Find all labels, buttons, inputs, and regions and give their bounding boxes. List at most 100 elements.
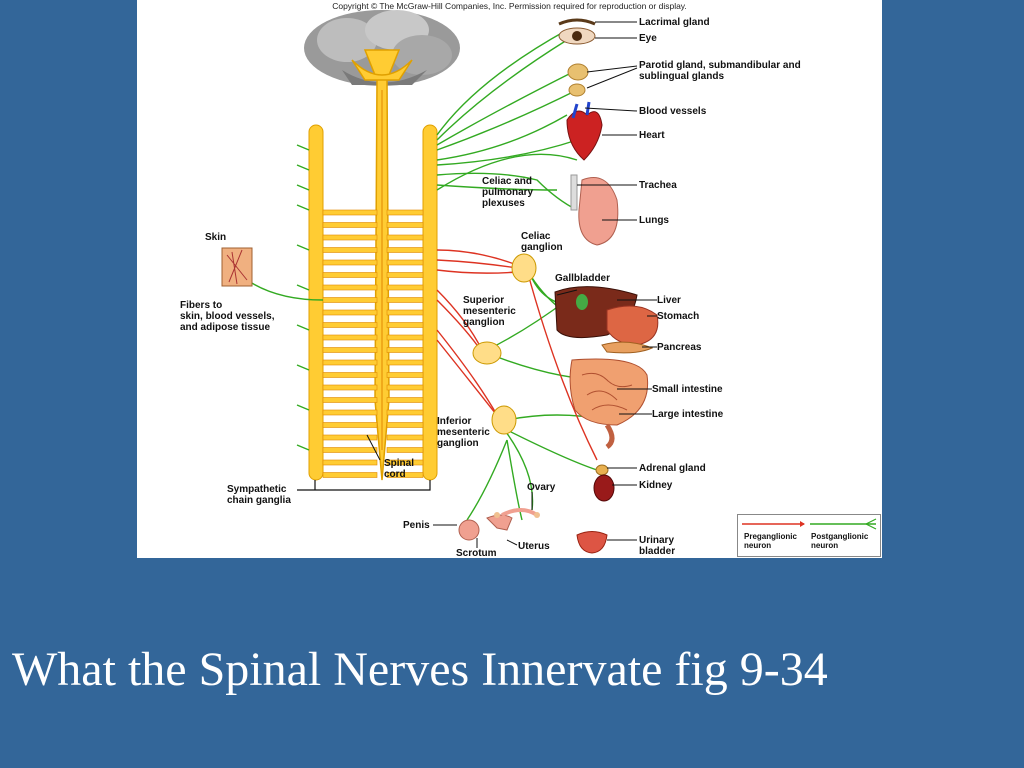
spinal-nerve-right — [386, 472, 424, 478]
spinal-nerve-left — [322, 272, 378, 278]
spinal-nerve-right — [386, 459, 424, 466]
label-celiac-ganglion: Celiac ganglion — [521, 231, 563, 253]
pancreas-shape — [601, 341, 654, 354]
spinal-nerve-right — [386, 272, 424, 278]
label-superior-mesenteric-ganglion: Superior mesenteric ganglion — [463, 295, 516, 328]
slide-caption: What the Spinal Nerves Innervate fig 9-3… — [12, 643, 828, 696]
inferior-mesenteric-ganglion-shape — [491, 405, 517, 435]
spinal-nerve-left — [322, 359, 378, 366]
sympathetic-chain-right — [422, 124, 438, 481]
label-ovary: Ovary — [527, 482, 556, 493]
spinal-nerve-right — [386, 434, 424, 441]
diagram-figure: Copyright © The McGraw-Hill Companies, I… — [137, 0, 882, 558]
spinal-nerve-right — [386, 409, 424, 416]
salivary-glands-shape — [567, 63, 589, 97]
label-pancreas: Pancreas — [657, 342, 702, 353]
spinal-nerve-left — [322, 284, 378, 291]
sympathetic-chain-left — [308, 124, 324, 481]
spinal-nerve-rungs — [322, 209, 424, 478]
intestines-shape — [569, 358, 649, 450]
label-sympathetic-chain-ganglia: Sympathetic chain ganglia — [227, 484, 291, 506]
label-spinal-cord: Spinal cord — [384, 458, 415, 480]
label-salivary-glands: Parotid gland, submandibular and subling… — [639, 60, 801, 82]
spinal-nerve-right — [386, 359, 424, 366]
label-liver: Liver — [657, 295, 681, 306]
spinal-nerve-right — [386, 322, 424, 328]
spinal-nerve-left — [322, 297, 378, 303]
spinal-nerve-left — [322, 409, 378, 416]
adrenal-kidney-shape — [593, 464, 615, 502]
spinal-nerve-left — [322, 247, 378, 253]
spinal-nerve-left — [322, 372, 378, 378]
spinal-nerve-left — [322, 384, 378, 391]
spinal-nerve-right — [386, 259, 424, 266]
label-uterus: Uterus — [518, 541, 550, 552]
lungs-shape — [570, 174, 619, 246]
spinal-nerve-left — [322, 397, 378, 403]
label-adrenal-gland: Adrenal gland — [639, 463, 706, 474]
chain-ganglia-bracket — [297, 480, 431, 491]
label-small-intestine: Small intestine — [652, 384, 723, 395]
spinal-nerve-right — [386, 397, 424, 403]
label-blood-vessels: Blood vessels — [639, 106, 707, 117]
spinal-nerve-right — [386, 247, 424, 253]
label-eye: Eye — [639, 33, 657, 44]
label-scrotum: Scrotum — [456, 548, 497, 558]
celiac-ganglion-shape — [511, 253, 537, 283]
spinal-nerve-right — [386, 372, 424, 378]
spinal-nerve-left — [322, 347, 378, 353]
spinal-nerve-right — [386, 234, 424, 241]
spinal-nerve-right — [386, 309, 424, 316]
eye-shape — [558, 18, 596, 45]
label-heart: Heart — [639, 130, 665, 141]
label-lungs: Lungs — [639, 215, 669, 226]
spinal-nerve-right — [386, 209, 424, 216]
spinal-nerve-right — [386, 297, 424, 303]
spinal-nerve-left — [322, 447, 378, 453]
label-fibers: Fibers to skin, blood vessels, and adipo… — [180, 300, 275, 333]
spinal-nerve-left — [322, 259, 378, 266]
heart-shape — [566, 101, 603, 161]
spinal-nerve-left — [322, 434, 378, 441]
neuron-legend: Preganglionic neuron Postganglionic neur… — [737, 514, 881, 557]
spinal-nerve-right — [386, 447, 424, 453]
label-kidney: Kidney — [639, 480, 673, 491]
superior-mesenteric-ganglion-shape — [472, 341, 502, 365]
stomach-shape — [606, 305, 659, 346]
legend-postganglionic: Postganglionic neuron — [811, 532, 869, 550]
label-urinary-bladder: Urinary bladder — [639, 535, 676, 557]
spinal-nerve-left — [322, 422, 378, 428]
reproductive-organs-shape — [458, 508, 540, 541]
label-trachea: Trachea — [639, 180, 677, 191]
label-stomach: Stomach — [657, 311, 700, 322]
label-celiac-pulmonary-plexuses: Celiac and pulmonary plexuses — [482, 176, 534, 209]
spinal-nerve-left — [322, 334, 378, 341]
skin-sample — [221, 247, 253, 287]
spinal-nerve-left — [322, 222, 378, 228]
spinal-nerve-right — [386, 334, 424, 341]
label-lacrimal-gland: Lacrimal gland — [639, 17, 710, 28]
spinal-nerve-left — [322, 309, 378, 316]
spinal-nerve-right — [386, 284, 424, 291]
label-leader-lines — [315, 21, 657, 548]
label-skin: Skin — [205, 232, 227, 243]
spinal-nerve-right — [386, 384, 424, 391]
spinal-nerve-left — [322, 472, 378, 478]
spinal-cord — [351, 49, 413, 481]
spinal-nerve-right — [386, 347, 424, 353]
label-gallbladder: Gallbladder — [555, 273, 611, 284]
copyright-notice: Copyright © The McGraw-Hill Companies, I… — [332, 1, 687, 11]
nervous-system-diagram — [221, 10, 659, 554]
legend-lines — [742, 518, 877, 530]
legend-preganglionic: Preganglionic neuron — [744, 532, 797, 550]
spinal-nerve-right — [386, 422, 424, 428]
postganglionic-fibers — [246, 29, 608, 521]
spinal-nerve-left — [322, 322, 378, 328]
label-large-intestine: Large intestine — [652, 409, 724, 420]
label-inferior-mesenteric-ganglion: Inferior mesenteric ganglion — [437, 416, 490, 449]
spinal-nerve-right — [386, 222, 424, 228]
spinal-nerve-left — [322, 459, 378, 466]
spinal-nerve-left — [322, 234, 378, 241]
spinal-nerve-left — [322, 209, 378, 216]
label-penis: Penis — [403, 520, 430, 531]
